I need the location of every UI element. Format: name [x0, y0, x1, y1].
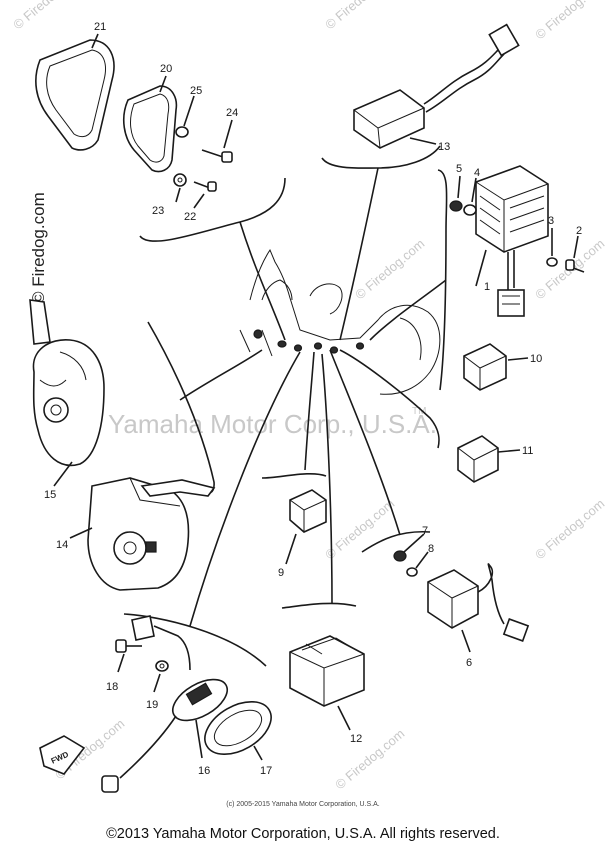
part-number-2: 2 — [576, 225, 582, 237]
fwd-arrow: FWD — [39, 735, 86, 775]
part-1-regulator — [475, 165, 549, 317]
part-number-8: 8 — [428, 543, 434, 555]
part-15-generator — [29, 299, 105, 487]
part-22-screw — [193, 181, 217, 209]
part-number-19: 19 — [146, 699, 158, 711]
part-number-5: 5 — [456, 163, 462, 175]
part-12-box — [289, 635, 365, 731]
part-number-13: 13 — [438, 141, 450, 153]
part-number-9: 9 — [278, 567, 284, 579]
part-number-14: 14 — [56, 539, 68, 551]
part-8-washer — [406, 551, 429, 577]
part-number-22: 22 — [184, 211, 196, 223]
watermark-tile: © Firedog.com — [532, 0, 606, 42]
part-21-lens-housing — [35, 33, 115, 151]
part-number-25: 25 — [190, 85, 202, 97]
part-25-washer — [175, 95, 195, 138]
callout-lines — [123, 145, 448, 667]
part-2-bolt — [565, 235, 585, 273]
part-number-16: 16 — [198, 765, 210, 777]
part-16-switch — [101, 615, 228, 793]
watermark-tile: © Firedog.com — [352, 236, 427, 302]
part-19-washer — [153, 660, 169, 693]
part-number-7: 7 — [422, 525, 428, 537]
part-10-relay — [463, 343, 529, 391]
part-9-relay — [285, 489, 327, 565]
mount-point — [277, 340, 287, 348]
part-4-washer — [463, 177, 477, 216]
part-number-3: 3 — [548, 215, 554, 227]
part-7-nut — [393, 533, 425, 562]
watermark-tile: © Firedog.com — [322, 496, 397, 562]
watermark-tile: © Firedog.com — [10, 0, 85, 32]
center-watermark: Yamaha Motor Corp., U.S.A. — [108, 409, 437, 439]
part-number-6: 6 — [466, 657, 472, 669]
part-number-23: 23 — [152, 205, 164, 217]
mount-point — [293, 344, 303, 352]
part-number-1: 1 — [484, 281, 490, 293]
copyright-footer: ©2013 Yamaha Motor Corporation, U.S.A. A… — [106, 826, 500, 842]
part-number-15: 15 — [44, 489, 56, 501]
part-number-17: 17 — [260, 765, 272, 777]
part-3-washer — [546, 228, 558, 267]
small-copyright: (c) 2005-2015 Yamaha Motor Corporation, … — [226, 801, 379, 808]
part-number-labels: 1 2 3 4 5 6 7 8 9 10 11 12 13 14 15 16 1… — [44, 21, 582, 777]
mount-point — [329, 346, 339, 354]
part-number-20: 20 — [160, 63, 172, 75]
part-18-screw — [115, 639, 142, 673]
mount-point — [253, 329, 263, 339]
part-20-lens — [122, 75, 178, 173]
part-17-gasket — [204, 700, 272, 761]
part-number-21: 21 — [94, 21, 106, 33]
part-5-washer — [449, 175, 463, 212]
center-watermark-tm: TM — [412, 406, 426, 417]
part-13-connector — [353, 23, 520, 149]
part-number-24: 24 — [226, 107, 238, 119]
part-6-relay-unit — [427, 563, 530, 653]
watermark-tile: © Firedog.com — [322, 0, 397, 32]
part-number-12: 12 — [350, 733, 362, 745]
part-11-relay — [457, 435, 521, 483]
mount-point — [355, 342, 365, 350]
firedog-side-watermark: © Firedog.com — [29, 192, 48, 304]
watermark-tile: © Firedog.com — [332, 726, 407, 792]
part-number-4: 4 — [474, 167, 480, 179]
part-number-18: 18 — [106, 681, 118, 693]
part-24-screw — [201, 119, 233, 163]
part-number-10: 10 — [530, 353, 542, 365]
watermark-tile: © Firedog.com — [532, 496, 606, 562]
part-14-starter-body — [69, 477, 216, 591]
part-number-11: 11 — [522, 445, 533, 457]
part-23-washer — [173, 173, 187, 203]
frame-outline — [239, 248, 441, 395]
mount-point — [313, 342, 323, 350]
